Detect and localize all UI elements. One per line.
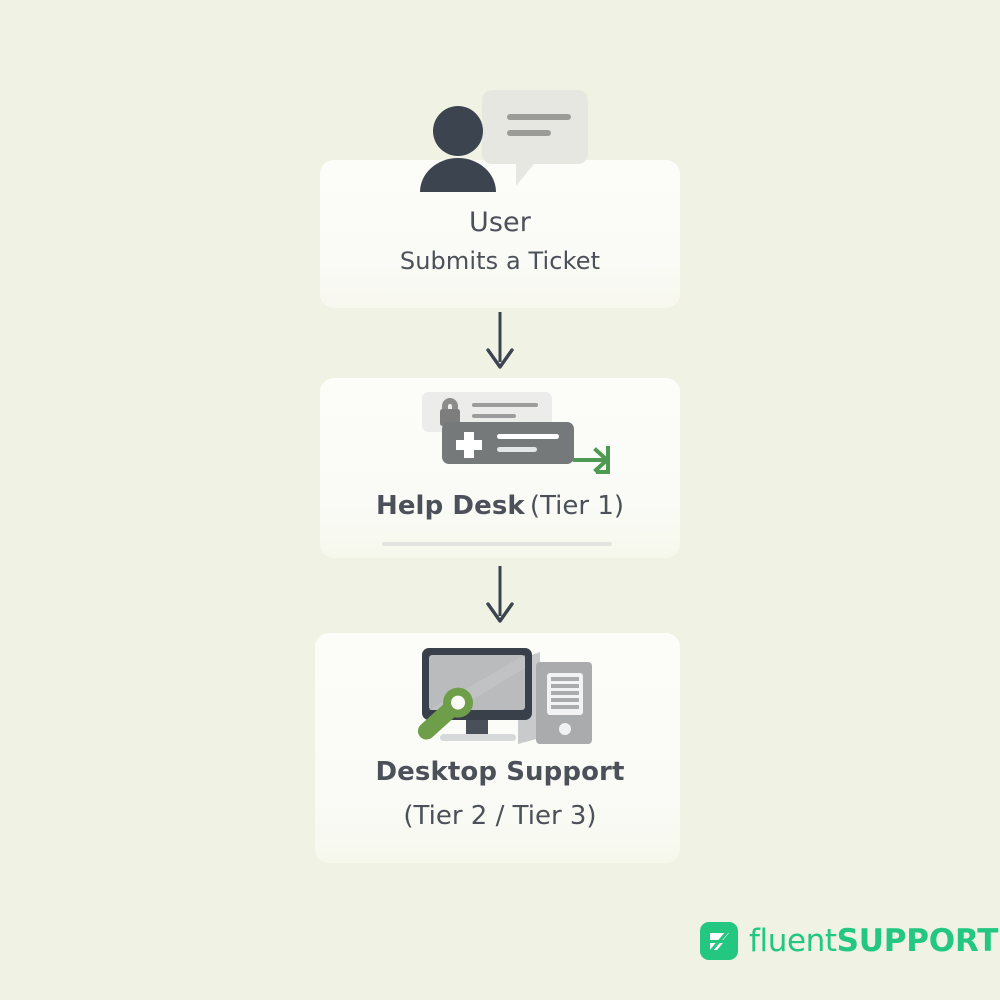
flow-step-desktop-support-title: Desktop Support [375, 757, 625, 787]
desktop-computer-wrench-icon [400, 640, 605, 750]
fluent-support-logo-mark [700, 922, 738, 960]
flow-step-desktop-support-tier: (Tier 2 / Tier 3) [403, 801, 597, 832]
arrow-down-icon [483, 312, 517, 374]
flow-step-user-labels: User Submits a Ticket [0, 206, 1000, 277]
ticket-queue-icon [420, 390, 620, 475]
flow-step-user-title: User [469, 207, 531, 238]
user-speech-bubble-icon [420, 88, 595, 193]
flow-step-help-desk-tier: (Tier 1) [529, 491, 625, 521]
flow-step-help-desk-labels: Help Desk (Tier 1) [0, 490, 1000, 522]
flow-step-desktop-support-labels: Desktop Support (Tier 2 / Tier 3) [0, 756, 1000, 832]
flow-step-help-desk-title: Help Desk [375, 491, 525, 521]
flow-step-user-card [320, 160, 680, 308]
flow-step-help-desk-title-row: Help Desk (Tier 1) [0, 490, 1000, 522]
arrow-down-icon [483, 566, 517, 628]
help-desk-divider [382, 542, 612, 546]
logo-text-support: SUPPORT [836, 923, 999, 959]
logo-text-fluent: fluent [749, 923, 837, 959]
fluent-support-logo: fluentSUPPORT [700, 922, 998, 960]
fluent-support-wordmark: fluentSUPPORT [749, 923, 998, 959]
flow-step-user-subtitle: Submits a Ticket [399, 247, 601, 276]
